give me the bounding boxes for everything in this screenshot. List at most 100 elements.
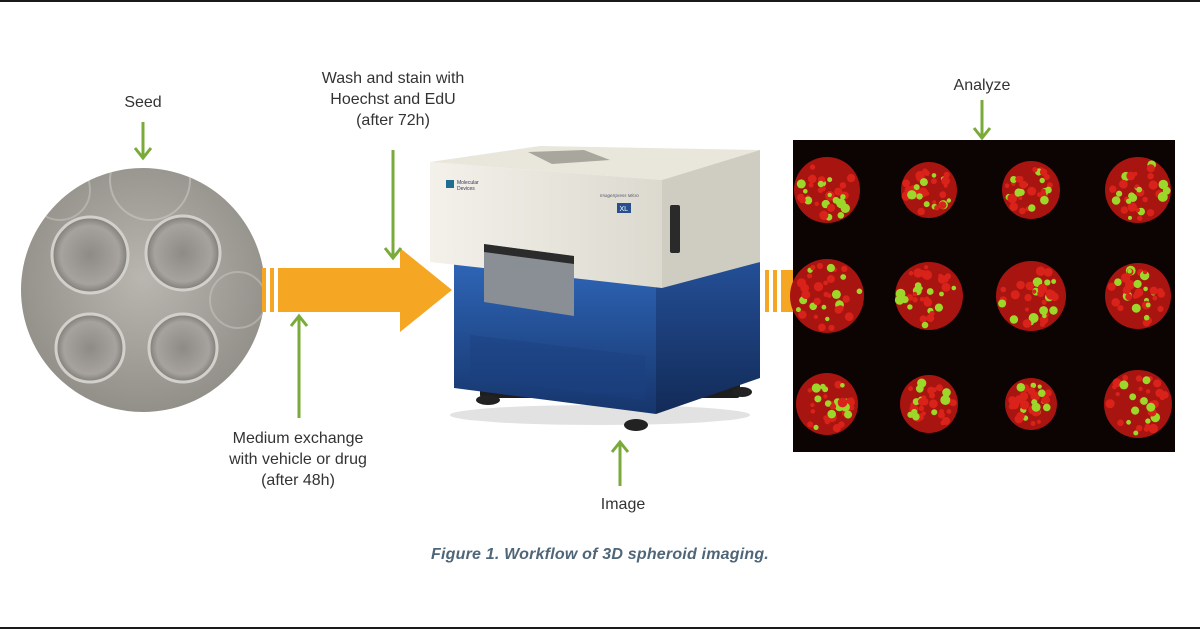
nucleus-dot [1004, 183, 1010, 188]
label-image: Image [583, 494, 663, 515]
nucleus-dot [819, 210, 829, 220]
nucleus-dot [1136, 186, 1143, 193]
nucleus-dot [1105, 399, 1115, 409]
nucleus-dot [942, 388, 951, 397]
nucleus-dot [1049, 306, 1058, 315]
instrument-badge: XL [620, 206, 629, 213]
nucleus-dot [826, 263, 836, 273]
nucleus-dot [1109, 185, 1117, 193]
nucleus-dot [824, 400, 832, 407]
nucleus-dot [998, 299, 1007, 308]
nucleus-dot [1131, 303, 1141, 313]
nucleus-dot [946, 409, 952, 414]
nucleus-dot [1049, 291, 1054, 296]
nucleus-dot [1138, 386, 1143, 392]
nucleus-dot [1145, 302, 1151, 308]
nucleus-dot [1117, 305, 1124, 312]
nucleus-dot [1027, 186, 1037, 196]
nucleus-dot [1146, 164, 1155, 173]
label-wash-and-stain: Wash and stain with Hoechst and EdU (aft… [293, 68, 493, 131]
nucleus-dot [807, 388, 813, 393]
top-border [0, 0, 1200, 2]
label-wash-line-1: Wash and stain with [321, 70, 465, 87]
nucleus-dot [822, 216, 826, 221]
nucleus-dot [924, 265, 929, 270]
nucleus-dot [1162, 181, 1168, 188]
nucleus-dot [1127, 268, 1132, 274]
nucleus-dot [1028, 313, 1039, 323]
nucleus-dot [907, 304, 913, 310]
nucleus-dot [1133, 430, 1139, 436]
nucleus-dot [1051, 279, 1056, 284]
nucleus-dot [1036, 419, 1041, 424]
nucleus-dot [1000, 286, 1007, 293]
nucleus-dot [821, 304, 827, 310]
nucleus-dot [919, 178, 928, 187]
nucleus-dot [834, 187, 843, 196]
pointer-arrow-seed [133, 122, 153, 161]
nucleus-dot [1159, 395, 1165, 401]
nucleus-dot [923, 201, 930, 208]
nucleus-dot [832, 196, 840, 204]
nucleus-dot [831, 289, 841, 299]
nucleus-dot [818, 323, 826, 332]
spheroid-grid [790, 157, 1172, 438]
nucleus-dot [807, 273, 813, 279]
nucleus-dot [829, 403, 837, 410]
nucleus-dot [1016, 383, 1026, 392]
nucleus-dot [828, 324, 835, 331]
nucleus-dot [1125, 293, 1133, 301]
nucleus-dot [1148, 180, 1158, 190]
label-medium-line-2: with vehicle or drug [229, 451, 367, 468]
nucleus-dot [1043, 173, 1050, 181]
nucleus-dot [911, 408, 918, 416]
nucleus-dot [1009, 202, 1018, 211]
nucleus-dot [932, 200, 937, 205]
nucleus-dot [1025, 281, 1035, 291]
nucleus-dot [1149, 286, 1158, 295]
nucleus-dot [949, 399, 957, 407]
nucleus-dot [797, 193, 805, 202]
nucleus-dot [1126, 171, 1136, 181]
nucleus-dot [943, 171, 950, 178]
nucleus-dot [796, 179, 806, 189]
nucleus-dot [813, 282, 824, 292]
nucleus-dot [1019, 400, 1030, 410]
nucleus-dot [820, 383, 826, 390]
nucleus-dot [817, 187, 824, 193]
nucleus-dot [1143, 286, 1148, 292]
nucleus-dot [1135, 207, 1140, 213]
nucleus-dot [936, 384, 943, 392]
nucleus-dot [1134, 288, 1144, 297]
nucleus-dot [1111, 298, 1120, 307]
nucleus-dot [922, 270, 933, 280]
nucleus-dot [931, 409, 938, 416]
nucleus-dot [807, 421, 814, 428]
nucleus-dot [919, 315, 927, 323]
nucleus-dot [1010, 176, 1018, 183]
nucleus-dot [844, 410, 853, 419]
pointer-arrow-wash [383, 150, 403, 261]
nucleus-dot [1115, 392, 1120, 397]
nucleus-dot [1152, 295, 1158, 301]
nucleus-dot [907, 190, 917, 200]
nucleus-dot [1120, 273, 1131, 283]
nucleus-dot [1117, 419, 1124, 427]
nucleus-dot [840, 194, 846, 200]
nucleus-dot [1122, 374, 1129, 381]
nucleus-dot [809, 164, 816, 170]
nucleus-dot [1126, 419, 1131, 425]
nucleus-dot [817, 180, 825, 188]
nucleus-dot [810, 264, 816, 271]
nucleus-dot [1014, 395, 1024, 404]
nucleus-dot [826, 203, 836, 212]
nucleus-dot [1127, 202, 1138, 212]
nucleus-dot [1043, 403, 1051, 412]
nucleus-dot [1039, 168, 1048, 176]
fluorescence-image-panel [790, 140, 1175, 452]
nucleus-dot [1016, 280, 1025, 290]
nucleus-dot [946, 198, 952, 203]
nucleus-dot [1122, 286, 1131, 295]
nucleus-dot [919, 297, 925, 302]
nucleus-dot [813, 314, 819, 319]
